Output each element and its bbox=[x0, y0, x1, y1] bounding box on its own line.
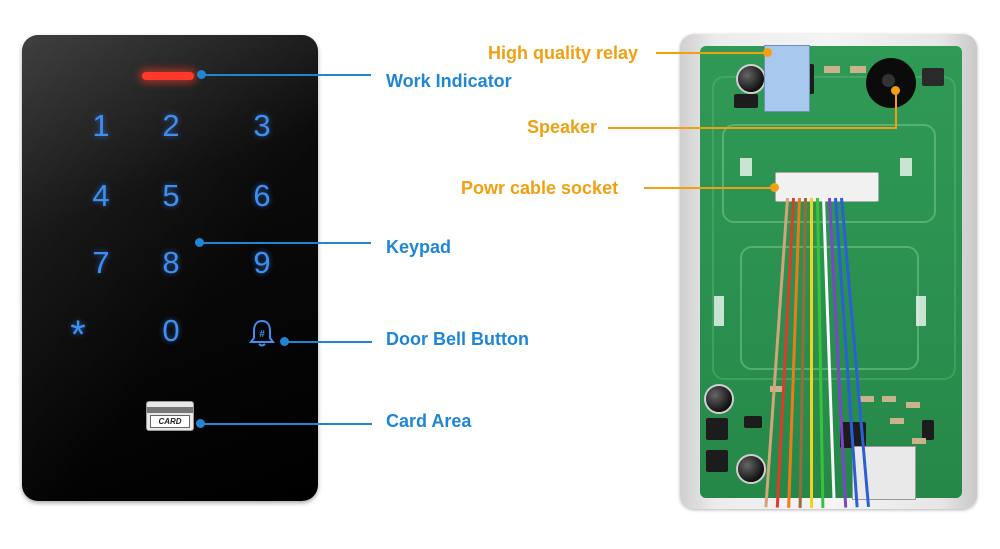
work-indicator-led bbox=[142, 72, 194, 80]
label-work-indicator: Work Indicator bbox=[386, 71, 512, 91]
callout-line-keypad bbox=[203, 242, 371, 244]
key-6[interactable]: 6 bbox=[253, 178, 271, 213]
smd-part bbox=[882, 396, 896, 402]
ic-chip bbox=[744, 416, 762, 428]
callout-line-relay bbox=[656, 52, 764, 54]
callout-dot-keypad bbox=[195, 238, 204, 247]
card-icon-text: CARD bbox=[150, 415, 190, 428]
power-cable-socket bbox=[775, 172, 879, 202]
regulator-chip bbox=[706, 418, 728, 440]
key-star[interactable]: * bbox=[70, 313, 86, 357]
smd-part bbox=[770, 386, 784, 392]
label-relay: High quality relay bbox=[488, 43, 639, 63]
callout-dot-socket bbox=[770, 183, 779, 192]
key-8[interactable]: 8 bbox=[162, 245, 180, 280]
callout-line-speaker bbox=[608, 127, 897, 129]
speaker-buzzer bbox=[866, 58, 916, 108]
label-door-bell-button: Door Bell Button bbox=[386, 329, 529, 349]
key-1[interactable]: 1 bbox=[92, 108, 110, 143]
card-stripe bbox=[147, 407, 193, 413]
pcb-silkscreen bbox=[900, 158, 912, 176]
label-card-area: Card Area bbox=[386, 411, 472, 431]
callout-line-work bbox=[205, 74, 371, 76]
label-speaker: Speaker bbox=[527, 117, 598, 137]
regulator-chip bbox=[706, 450, 728, 472]
smd-part bbox=[890, 418, 904, 424]
door-bell-icon[interactable]: # bbox=[247, 318, 277, 348]
callout-line-socket bbox=[644, 187, 774, 189]
keypad-device: 1 2 3 4 5 6 7 8 9 * 0 # CARD bbox=[22, 35, 318, 501]
smd-part bbox=[824, 66, 840, 73]
key-0[interactable]: 0 bbox=[162, 313, 180, 348]
label-power-socket: Powr cable socket bbox=[461, 178, 619, 198]
smd-part bbox=[860, 396, 874, 402]
pcb-silkscreen bbox=[740, 158, 752, 176]
key-3[interactable]: 3 bbox=[253, 108, 271, 143]
capacitor bbox=[736, 454, 766, 484]
capacitor bbox=[736, 64, 766, 94]
wire-yellow bbox=[810, 198, 813, 508]
label-keypad: Keypad bbox=[386, 237, 452, 257]
key-4[interactable]: 4 bbox=[92, 178, 110, 213]
callout-line-bell bbox=[288, 341, 372, 343]
callout-line-card bbox=[204, 423, 372, 425]
key-7[interactable]: 7 bbox=[92, 245, 110, 280]
relay bbox=[764, 45, 810, 112]
callout-dot-card bbox=[196, 419, 205, 428]
callout-dot-speaker bbox=[891, 86, 900, 95]
svg-text:#: # bbox=[259, 329, 265, 340]
callout-vline-speaker bbox=[895, 92, 897, 129]
callout-dot-bell bbox=[280, 337, 289, 346]
pcb-trace bbox=[712, 76, 956, 380]
key-2[interactable]: 2 bbox=[162, 108, 180, 143]
transistor bbox=[734, 94, 758, 108]
callout-dot-work bbox=[197, 70, 206, 79]
smd-part bbox=[912, 438, 926, 444]
card-icon: CARD bbox=[146, 401, 194, 431]
key-9[interactable]: 9 bbox=[253, 245, 271, 280]
pcb-silkscreen bbox=[916, 296, 926, 326]
smd-part bbox=[906, 402, 920, 408]
smd-part bbox=[850, 66, 866, 73]
callout-dot-relay bbox=[763, 48, 772, 57]
component bbox=[922, 68, 944, 86]
capacitor bbox=[704, 384, 734, 414]
ic-chip bbox=[922, 420, 934, 440]
pcb-silkscreen bbox=[714, 296, 724, 326]
key-5[interactable]: 5 bbox=[162, 178, 180, 213]
